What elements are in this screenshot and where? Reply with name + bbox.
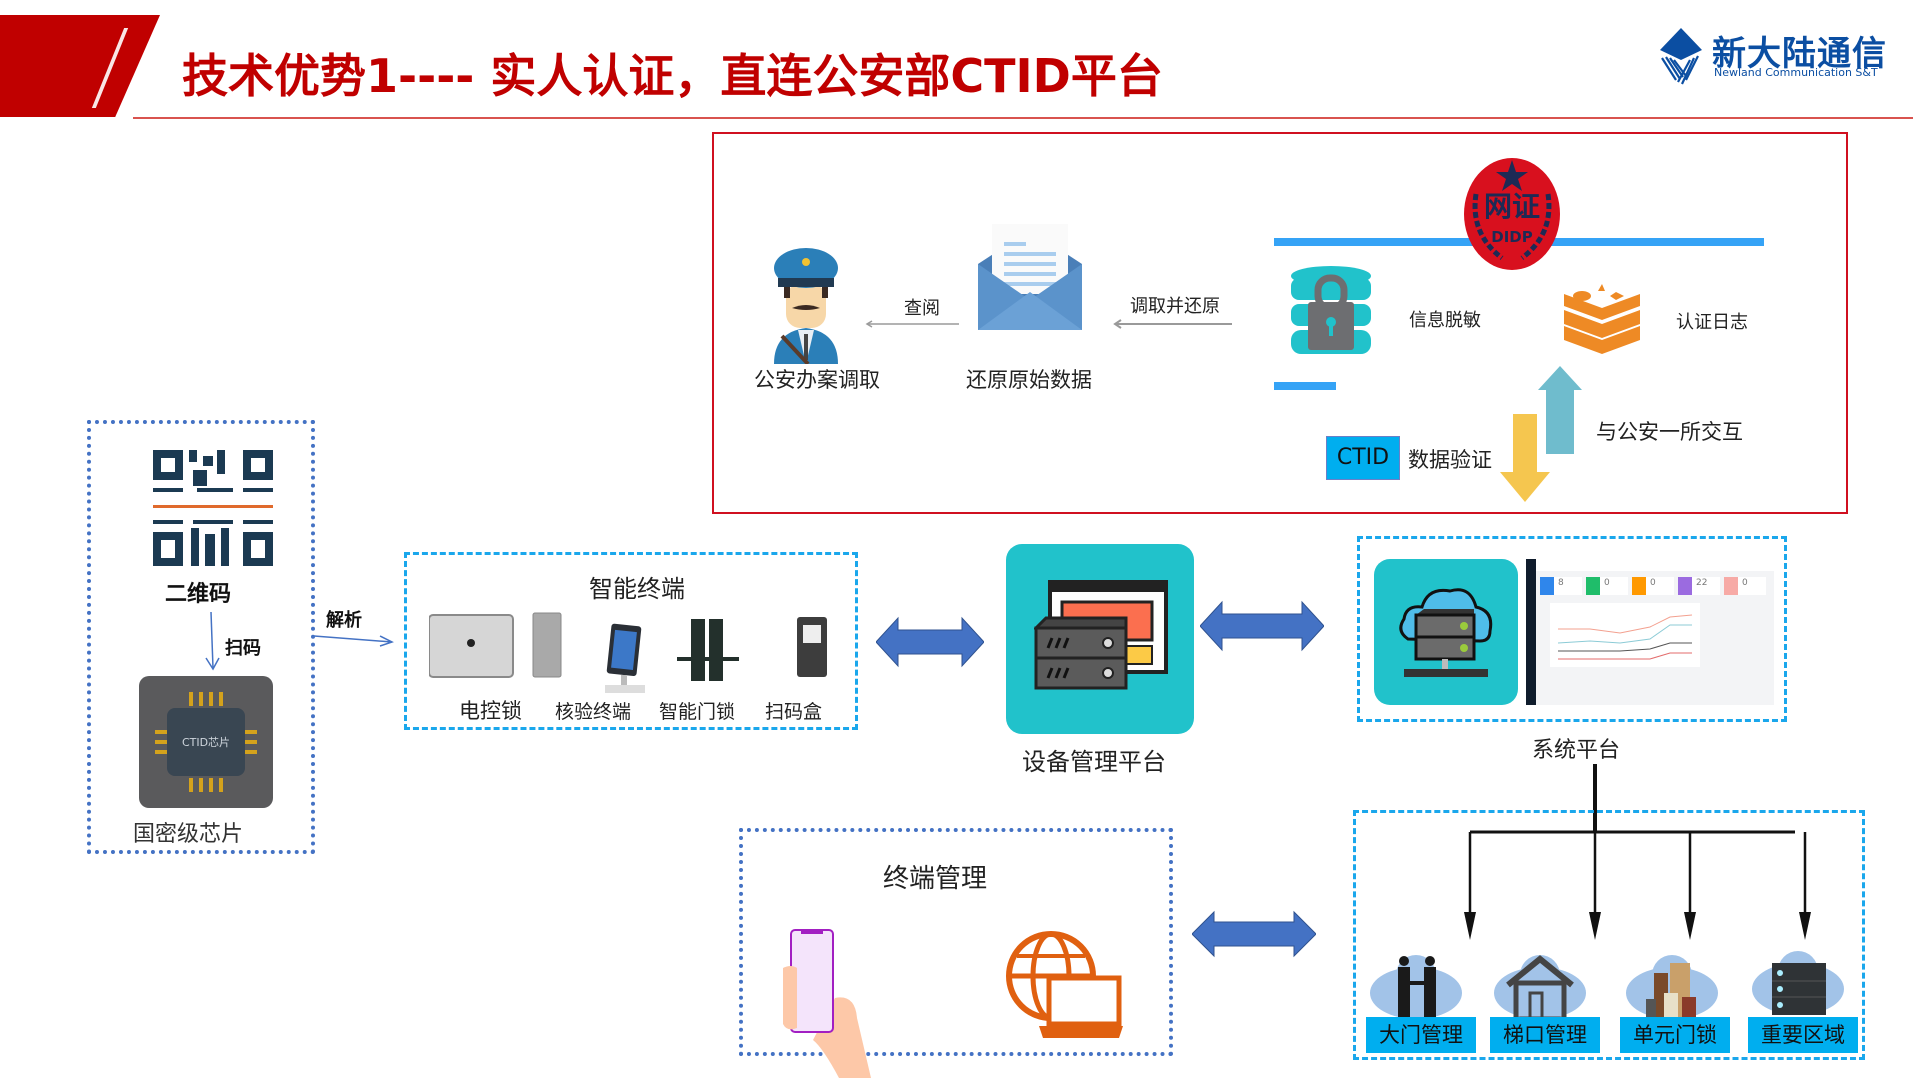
police-officer-icon <box>774 248 838 364</box>
header-divider <box>133 117 1913 119</box>
buildings-cloud-icon <box>1626 955 1718 1019</box>
smart-terminals-title: 智能终端 <box>589 575 685 603</box>
badge-cn-text: 网证 <box>1484 190 1540 223</box>
device-platform-label: 设备管理平台 <box>1022 748 1166 776</box>
server-window-icon <box>1034 580 1168 690</box>
logo-text-en: Newland Communication S&T <box>1714 66 1878 79</box>
device-label: 智能门锁 <box>659 701 736 723</box>
dashboard-stat-swatch <box>1586 577 1600 595</box>
server-rack-cloud-icon <box>1752 951 1844 1015</box>
dashboard-sidebar <box>1526 559 1536 705</box>
bidirectional-arrow-icon <box>1192 910 1316 958</box>
device-label: 电控锁 <box>459 699 522 723</box>
badge-en-text: DIDP <box>1491 228 1532 246</box>
ctid-badge: CTID <box>1326 436 1400 480</box>
terminal-mgmt-panel: 终端管理 <box>739 828 1173 1078</box>
desensitize-label: 信息脱敏 <box>1409 310 1481 331</box>
dashboard-stat-value: 8 <box>1558 578 1564 588</box>
dashboard-line-chart <box>1550 603 1700 667</box>
down-arrow-icon <box>205 612 220 671</box>
fetch-arrow-label: 调取并还原 <box>1130 296 1220 317</box>
chip-text: CTID芯片 <box>182 735 230 749</box>
dashboard-stat-card: 0 <box>1632 577 1674 595</box>
device-label: 扫码盒 <box>765 701 823 723</box>
system-platform-panel: 8 0 0 22 0 <box>1357 536 1787 722</box>
category-label: 单元门锁 <box>1620 1017 1730 1053</box>
envelope-document-icon <box>978 224 1082 330</box>
divider-bar <box>1274 382 1336 390</box>
device-platform-tile <box>1006 544 1194 734</box>
dashboard-stat-card: 0 <box>1724 577 1766 595</box>
dashboard-stat-card: 8 <box>1540 577 1582 595</box>
logo-text-cn: 新大陆通信 <box>1712 34 1887 74</box>
interact-label: 与公安一所交互 <box>1596 420 1743 444</box>
category-label: 大门管理 <box>1366 1017 1476 1053</box>
dashboard-topbar <box>1536 559 1774 571</box>
terminal-mgmt-title: 终端管理 <box>883 864 988 894</box>
device-label: 核验终端 <box>555 701 632 723</box>
parse-label: 解析 <box>326 610 362 631</box>
left-arrow-icon <box>865 320 959 328</box>
dashboard-stat-card: 0 <box>1586 577 1628 595</box>
smart-terminals-panel: 智能终端 电控锁 核验终端 智能门锁 扫码盒 <box>404 552 858 730</box>
up-arrow-icon <box>1538 366 1582 454</box>
cloud-server-icon <box>1399 588 1493 677</box>
bidirectional-arrow-icon <box>1200 600 1324 652</box>
newland-diamond-icon <box>1660 28 1702 85</box>
electric-lock-icon <box>429 612 562 678</box>
auth-log-stack-icon <box>1564 284 1640 354</box>
dashboard-stat-value: 0 <box>1742 578 1748 588</box>
dashboard-stat-value: 0 <box>1604 578 1610 588</box>
distribution-tree-connector <box>1464 764 1811 940</box>
restore-data-label: 还原原始数据 <box>966 368 1092 392</box>
dashboard-stat-card: 22 <box>1678 577 1720 595</box>
smart-door-lock-icon <box>677 619 739 681</box>
dashboard-stat-swatch <box>1724 577 1738 595</box>
database-lock-icon <box>1291 266 1371 354</box>
ctid-police-panel: 公安办案调取 查阅 还原原始数据 调取并还原 网证 DIDP 信息脱敏 <box>712 132 1848 514</box>
company-logo: 新大陆通信 Newland Communication S&T <box>1656 24 1886 88</box>
page-title: 技术优势1---- 实人认证，直连公安部CTID平台 <box>182 49 1163 103</box>
system-platform-label: 系统平台 <box>1532 738 1621 763</box>
mobile-phone-hand-icon <box>783 929 871 1078</box>
dashboard-stat-value: 0 <box>1650 578 1656 588</box>
verification-terminal-icon <box>605 623 645 693</box>
access-categories-panel: 大门管理 梯口管理 单元门锁 重要区域 <box>1353 810 1865 1060</box>
view-arrow-label: 查阅 <box>904 298 940 319</box>
verify-label: 数据验证 <box>1408 448 1492 472</box>
chip-label: 国密级芯片 <box>133 822 244 847</box>
scan-box-icon <box>797 617 827 677</box>
scan-label: 扫码 <box>225 638 261 659</box>
down-arrow-icon <box>1500 414 1550 502</box>
globe-laptop-icon <box>1006 931 1123 1038</box>
dashboard-stat-value: 22 <box>1696 578 1708 588</box>
dashboard-stat-swatch <box>1540 577 1554 595</box>
category-label: 重要区域 <box>1748 1017 1858 1053</box>
category-label: 梯口管理 <box>1490 1017 1600 1053</box>
officer-label: 公安办案调取 <box>754 368 880 392</box>
dashboard-stats: 8 0 0 22 0 <box>1540 577 1770 595</box>
qr-code-icon <box>153 450 273 566</box>
dashboard-stat-swatch <box>1678 577 1692 595</box>
handshake-cloud-icon <box>1370 955 1462 1019</box>
house-cloud-icon <box>1494 955 1586 1019</box>
didp-badge-icon: 网证 DIDP <box>1464 158 1560 270</box>
right-arrow-icon <box>314 635 394 647</box>
dashboard-stat-swatch <box>1632 577 1646 595</box>
left-arrow-icon <box>1113 319 1232 329</box>
dashboard-screenshot: 8 0 0 22 0 <box>1526 559 1774 705</box>
auth-log-label: 认证日志 <box>1676 312 1748 333</box>
qr-code-label: 二维码 <box>165 582 232 607</box>
qr-chip-panel: 二维码 扫码 CTID芯片 国密级芯片 <box>87 420 315 854</box>
header-accent-shape <box>0 15 160 117</box>
ctid-chip-icon: CTID芯片 <box>139 676 273 808</box>
cloud-server-tile <box>1374 559 1518 705</box>
bidirectional-arrow-icon <box>876 616 984 668</box>
